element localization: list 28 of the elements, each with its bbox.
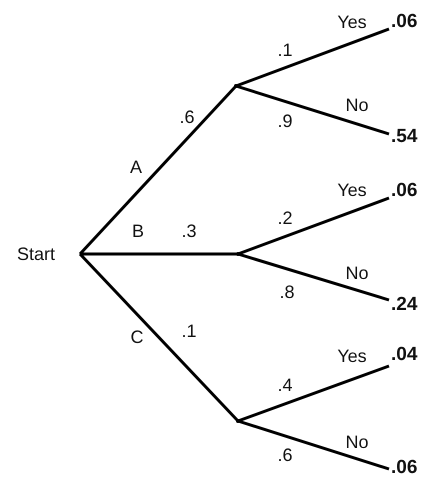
branch-label: A xyxy=(130,157,142,177)
outcome-probability: .04 xyxy=(391,345,418,365)
branch-line xyxy=(237,196,390,256)
branch-label: Yes xyxy=(337,180,367,200)
start-label: Start xyxy=(17,244,56,264)
branch-line xyxy=(78,252,240,422)
junction-point xyxy=(234,84,238,88)
branch-label: C xyxy=(130,327,144,347)
branch-label: Yes xyxy=(337,346,367,366)
branch-line xyxy=(80,252,238,256)
branch-label: No xyxy=(346,95,368,115)
branch-line xyxy=(238,252,390,302)
branch-label: B xyxy=(132,221,144,241)
outcome-probability: .06 xyxy=(391,458,418,478)
outcome-probability: .06 xyxy=(391,181,418,201)
branch-line xyxy=(78,84,238,256)
branch-line xyxy=(237,364,390,422)
junction-point xyxy=(236,419,240,423)
branch-label: No xyxy=(346,263,368,283)
outcome-probability: .54 xyxy=(391,127,418,147)
outcome-probability: .24 xyxy=(391,295,418,315)
branch-label: Yes xyxy=(337,12,367,32)
junction-point xyxy=(236,252,240,256)
branch-line xyxy=(238,420,390,470)
branch-line xyxy=(236,84,390,136)
branch-line xyxy=(235,28,390,88)
outcome-probability: .06 xyxy=(391,12,418,32)
branch-label: No xyxy=(346,432,368,452)
